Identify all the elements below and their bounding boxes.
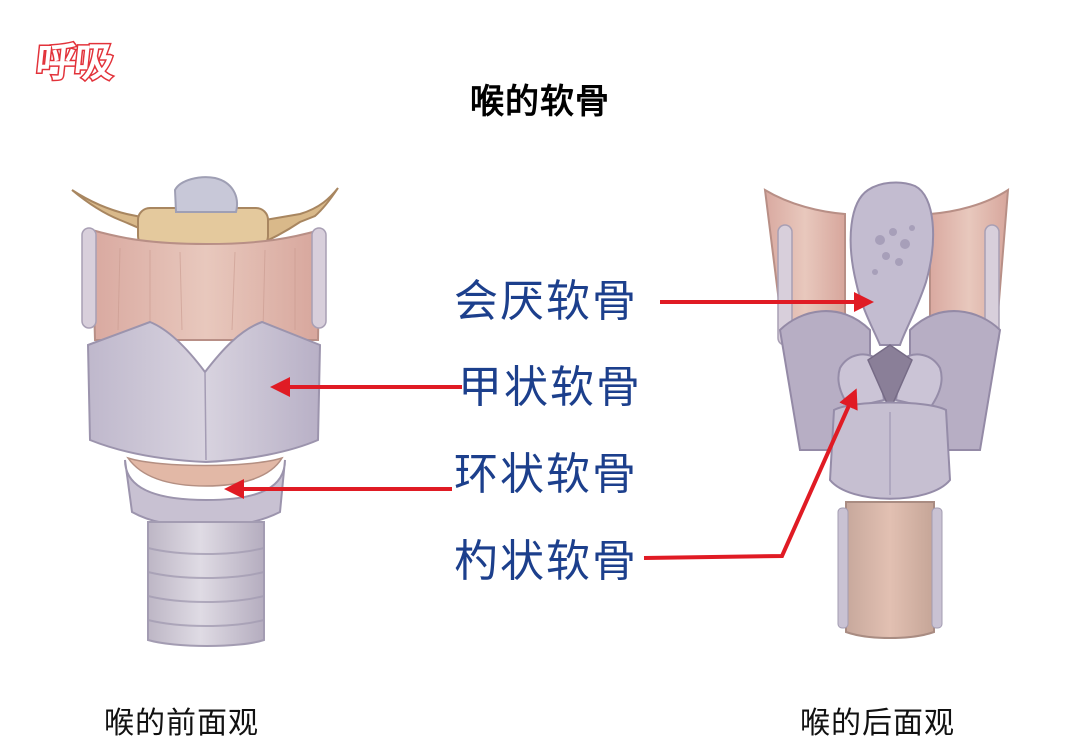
label-arytenoid-cartilage: 杓状软骨 [454, 536, 638, 587]
larynx-back-view [763, 181, 1010, 639]
label-cricoid-cartilage: 环状软骨 [454, 449, 638, 500]
arrow-arytenoid [643, 388, 858, 560]
larynx-front-view [71, 176, 339, 647]
caption-back-view: 喉的后面观 [800, 706, 955, 741]
thyroid-cartilage-front [86, 320, 322, 464]
page-title: 喉的软骨 [470, 82, 610, 122]
trachea-back [845, 501, 935, 639]
label-thyroid-cartilage: 甲状软骨 [458, 362, 642, 413]
epiglottis-tip-front [173, 176, 238, 213]
trachea-front [147, 521, 265, 647]
thyrohyoid-membrane [90, 228, 322, 341]
label-epiglottic-cartilage: 会厌软骨 [454, 276, 638, 327]
caption-front-view: 喉的前面观 [104, 706, 259, 741]
pointer-arrows [224, 292, 874, 560]
